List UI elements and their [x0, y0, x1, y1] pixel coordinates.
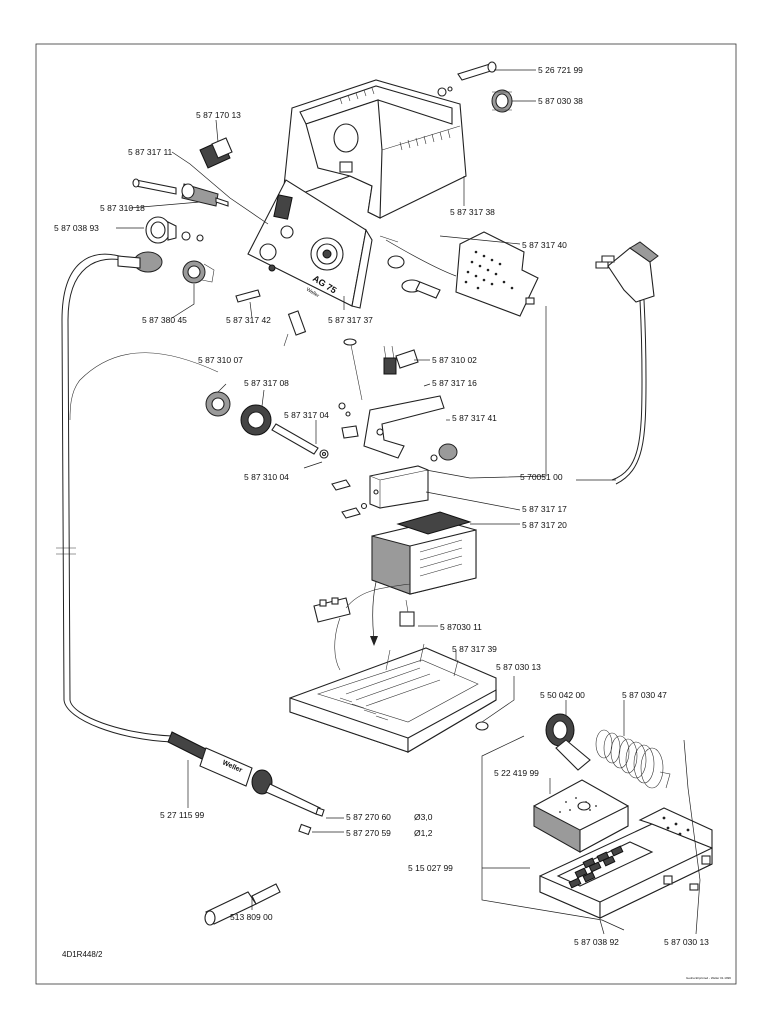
label-587317-41: 5 87 317 41	[452, 413, 497, 423]
iron-plug-part	[117, 251, 163, 273]
rocker-switch-part	[199, 137, 233, 169]
holder-cone-part	[545, 713, 591, 771]
label-587030-13a: 5 87 030 13	[496, 662, 541, 672]
label-587317-40: 5 87 317 40	[522, 240, 567, 250]
knob-parts	[205, 391, 329, 459]
screwdriver-part	[204, 883, 281, 926]
iron-cable	[56, 253, 219, 743]
label-587030-38: 5 87 030 38	[538, 96, 583, 106]
label-587310-18: 5 87 310 18	[100, 203, 145, 213]
label-587310-02: 5 87 310 02	[432, 355, 477, 365]
label-550042-00: 5 50 042 00	[540, 690, 585, 700]
label-513809-00: 513 809 00	[230, 912, 273, 922]
sponge-part	[533, 779, 629, 853]
mains-plug-part	[595, 241, 659, 485]
transformer-part	[371, 511, 477, 595]
bracket-parts	[338, 338, 458, 462]
label-587270-60: 5 87 270 60	[346, 812, 391, 822]
assembly-arrowhead	[370, 636, 378, 646]
drawing-frame	[35, 43, 737, 985]
leader-lines	[116, 69, 701, 935]
base-chassis-part	[289, 643, 497, 753]
panel-screw-part	[235, 289, 307, 347]
stand-base-part	[539, 807, 713, 919]
label-587317-16: 5 87 317 16	[432, 378, 477, 388]
label-587030-13b: 5 87 030 13	[664, 937, 709, 947]
label-587317-17: 5 87 317 17	[522, 504, 567, 514]
holder-spiral-part	[595, 729, 671, 789]
circuit-board-part	[379, 231, 539, 317]
label-522419-99: 5 22 419 99	[494, 768, 539, 778]
label-527115-99: 5 27 115 99	[160, 810, 205, 820]
footer-note: Gedruckt/printed - Weller 01.1996	[686, 976, 731, 980]
housing-cover	[283, 79, 467, 219]
fuse-holder-part	[132, 178, 229, 207]
socket-part	[491, 89, 513, 113]
label-587317-38: 5 87 317 38	[450, 207, 495, 217]
label-587380-45: 5 87 380 45	[142, 315, 187, 325]
assembly-arrow	[372, 581, 377, 641]
drawing-code: 4D1R448/2	[62, 950, 103, 959]
label-526721-99: 5 26 721 99	[538, 65, 583, 75]
label-587317-37: 5 87 317 37	[328, 315, 373, 325]
label-587038-92: 5 87 038 92	[574, 937, 619, 947]
label-587170-13: 5 87 170 13	[196, 110, 241, 120]
label-587270-59-diameter: Ø1,2	[414, 828, 433, 838]
label-587317-08: 5 87 317 08	[244, 378, 289, 388]
label-587310-07: 5 87 310 07	[198, 355, 243, 365]
label-587030-47: 5 87 030 47	[622, 690, 667, 700]
label-587270-60-diameter: Ø3,0	[414, 812, 433, 822]
label-587317-39: 5 87 317 39	[452, 644, 497, 654]
label-515027-99: 5 15 027 99	[408, 863, 453, 873]
heatsink-block-part	[331, 465, 429, 519]
iron-socket-part	[145, 216, 204, 244]
label-587317-04: 5 87 317 04	[284, 410, 329, 420]
label-570051-00: 5 70051 00	[520, 472, 563, 482]
panel-nut-part	[182, 260, 215, 284]
front-panel: AG 75 Weller	[247, 179, 373, 309]
label-587317-11: 5 87 317 11	[128, 147, 173, 157]
tip-screw-part	[437, 61, 497, 97]
label-587038-93: 5 87 038 93	[54, 223, 99, 233]
label-587030-11: 5 87030 11	[440, 622, 482, 632]
label-587317-42: 5 87 317 42	[226, 315, 271, 325]
part-number-labels: 5 26 721 99 5 87 030 38 5 87 170 13 5 87…	[54, 65, 731, 980]
label-587317-20: 5 87 317 20	[522, 520, 567, 530]
terminal-block-part	[313, 583, 415, 671]
label-587310-04: 5 87 310 04	[244, 472, 289, 482]
soldering-iron-part: Weller	[167, 731, 325, 836]
label-587270-59: 5 87 270 59	[346, 828, 391, 838]
